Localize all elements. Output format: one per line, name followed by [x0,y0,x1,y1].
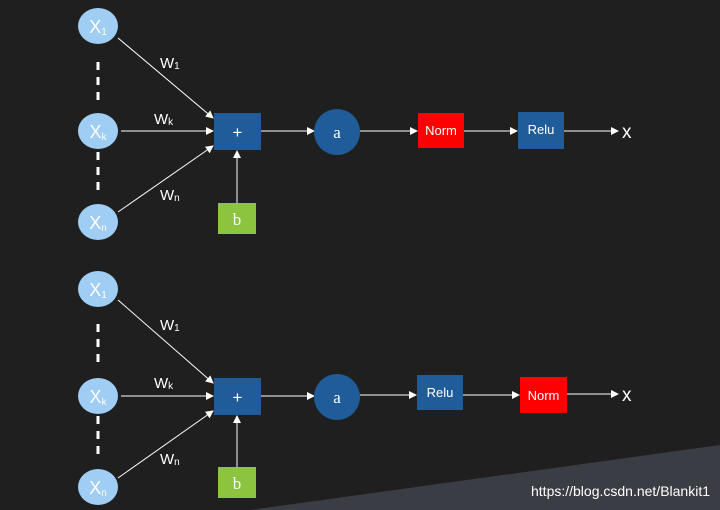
input-subscript: 1 [101,290,107,301]
weight-connection-1 [117,299,214,384]
activation-label: a [333,123,341,142]
input-label: X [89,17,101,37]
norm-node [418,113,464,148]
output-label: x [622,122,632,143]
svg-text:X1: X1 [89,280,107,301]
svg-text:Xn: Xn [89,478,107,499]
diagram-norm-then-relu: X1 Xk Xn W1 Wk Wn + b [78,8,632,240]
bias-label: b [233,210,242,229]
watermark-url: https://blog.csdn.net/Blankit1 [531,483,710,499]
weight-label-k: Wk [154,375,174,392]
weight-connection-1 [117,37,214,119]
norm-label: Norm [425,123,457,138]
relu-label: Relu [528,122,555,137]
relu-label: Relu [427,385,454,400]
weight-label-1: W1 [160,55,180,72]
activation-node [314,374,360,420]
weight-label-n: Wn [160,187,180,204]
activation-node [314,109,360,155]
bottom-band [250,445,720,510]
svg-text:Xk: Xk [89,387,107,408]
weight-label-n: Wn [160,451,180,468]
sum-label: + [233,123,243,142]
norm-label: Norm [528,388,560,403]
sum-label: + [233,388,243,407]
norm-node [520,377,567,413]
diagram-relu-then-norm: X1 Xk Xn W1 Wk Wn + b [78,271,632,505]
input-subscript: n [101,488,107,499]
input-label: X [89,122,101,142]
input-node-xk: Xk [78,113,118,149]
weight-label-1: W1 [160,317,180,334]
activation-label: a [333,388,341,407]
input-subscript: n [101,223,107,234]
relu-node [417,375,463,410]
svg-text:Xn: Xn [89,213,107,234]
relu-node [518,112,564,149]
sum-node [214,378,261,415]
input-label: X [89,213,101,233]
input-label: X [89,280,101,300]
input-node-xn: Xn [78,469,118,505]
input-node-x1: X1 [78,271,118,307]
weight-connection-n [117,410,214,479]
input-node-xn: Xn [78,204,118,240]
bias-node [218,467,256,498]
input-subscript: 1 [101,27,107,38]
input-node-xk: Xk [78,378,118,414]
input-subscript: k [102,132,108,143]
input-label: X [89,478,101,498]
sum-node [214,113,261,150]
input-node-x1: X1 [78,8,118,44]
input-label: X [89,387,101,407]
bias-node [218,203,256,234]
input-subscript: k [102,397,108,408]
output-label: x [622,385,632,406]
weight-label-k: Wk [154,111,174,128]
weight-connection-n [117,145,214,213]
svg-text:Xk: Xk [89,122,107,143]
bias-label: b [233,474,242,493]
svg-text:X1: X1 [89,17,107,38]
